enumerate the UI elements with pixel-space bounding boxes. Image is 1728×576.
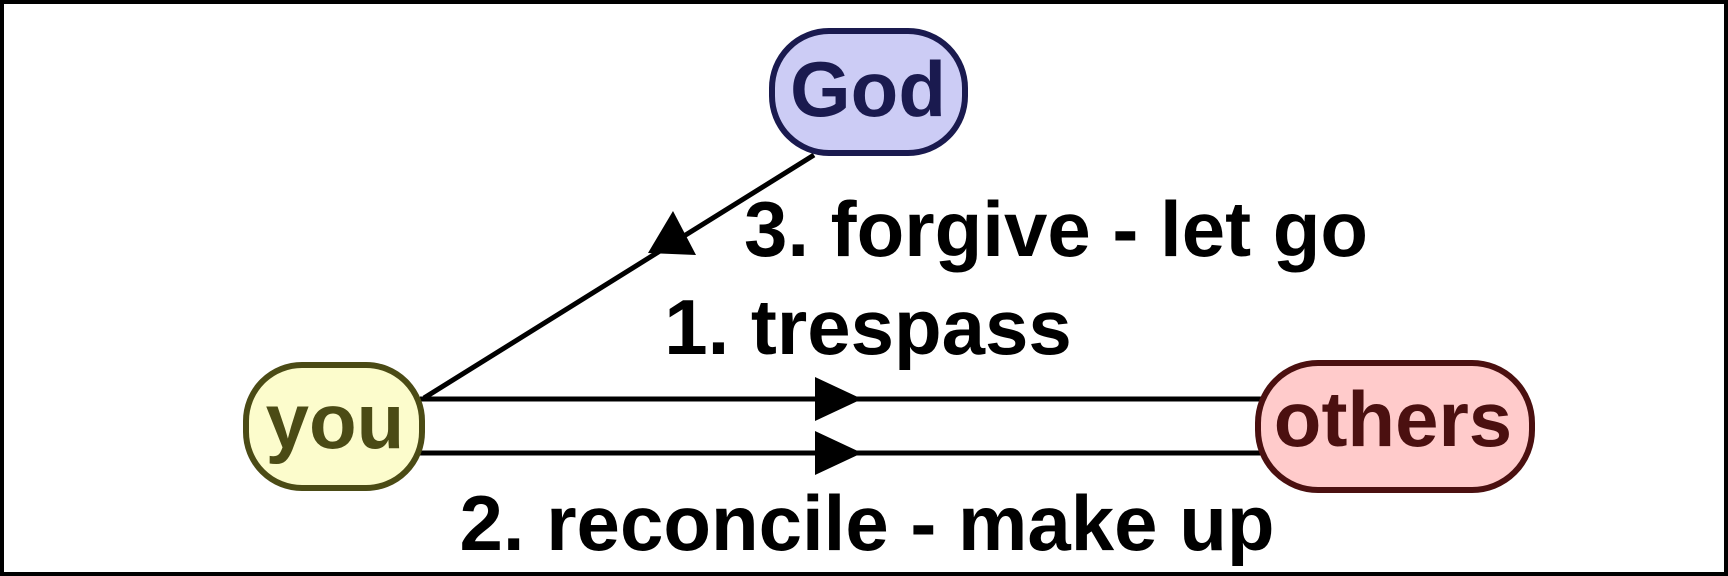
edges [420, 152, 1262, 475]
god-node-label: God [790, 45, 946, 133]
edge-reconcile-arrowhead-icon [815, 431, 862, 475]
edge-forgive-line [422, 152, 816, 401]
others-node-label: others [1274, 375, 1512, 463]
you-node-shape [243, 362, 425, 491]
node-others: others [1255, 360, 1535, 493]
edge-forgive-arrowhead-icon [648, 211, 696, 255]
you-node-label: you [266, 377, 405, 465]
edge-label-reconcile: 2. reconcile - make up [459, 479, 1274, 567]
god-node-shape [769, 28, 968, 156]
edge-trespass-arrowhead-icon [815, 377, 862, 421]
node-god: God [769, 28, 968, 156]
edge-label-forgive: 3. forgive - let go [744, 185, 1368, 273]
node-you: you [243, 362, 425, 491]
edge-label-trespass: 1. trespass [664, 283, 1072, 371]
others-node-shape [1255, 360, 1535, 493]
